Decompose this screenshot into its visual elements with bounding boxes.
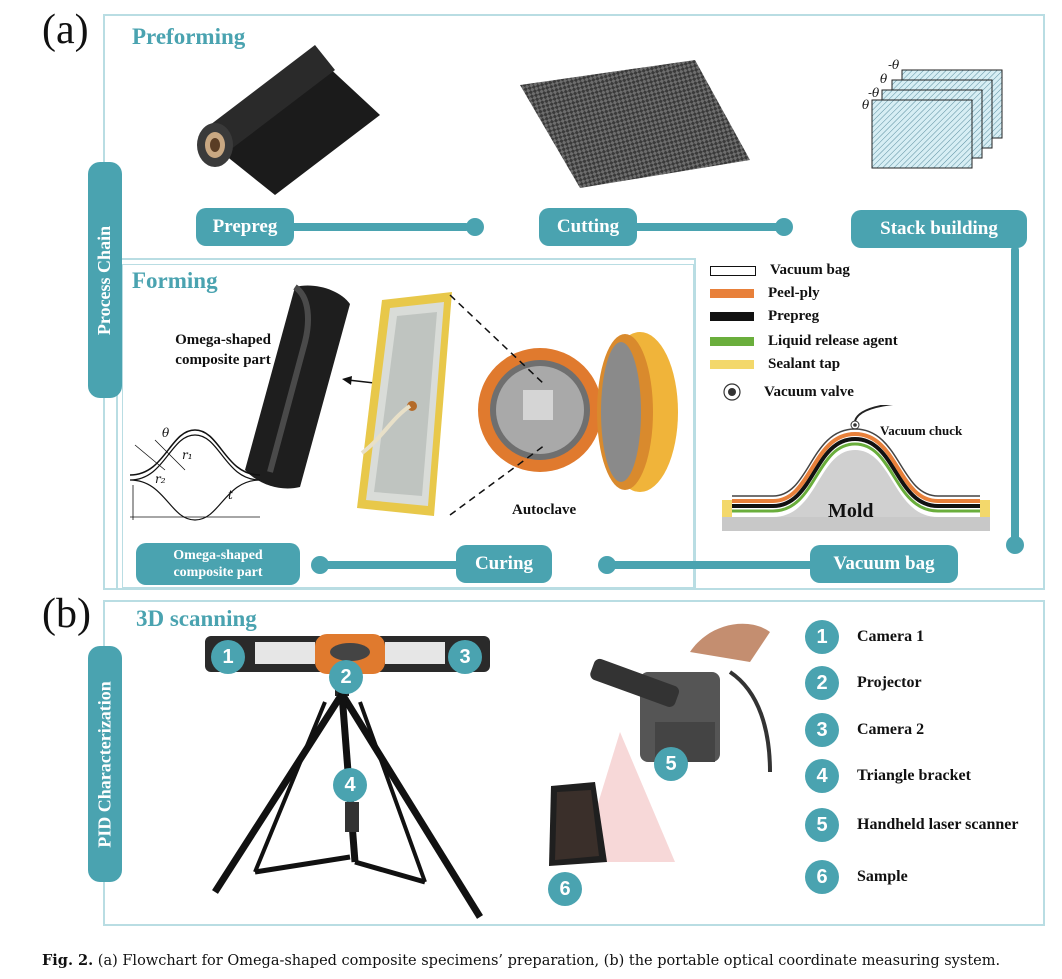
swatch-vacuum-bag — [710, 265, 756, 276]
component-2-label: Projector — [857, 674, 922, 691]
cut-carbon-sheet-image — [520, 60, 750, 188]
component-4: 4 Triangle bracket — [805, 759, 971, 793]
geometry-r2-label: r₂ — [155, 472, 166, 486]
component-1: 1 Camera 1 — [805, 620, 924, 654]
omega-part-image — [245, 284, 350, 489]
connector-curing — [320, 561, 460, 569]
legend-vacuum-bag: Vacuum bag — [710, 262, 850, 279]
connector-cutting — [633, 223, 783, 231]
panel-letter-b: (b) — [42, 591, 91, 637]
step-omega-part: Omega-shaped composite part — [136, 543, 300, 585]
component-1-badge: 1 — [805, 620, 839, 654]
mold-layup-diagram — [722, 405, 990, 531]
connector-vertical — [1011, 246, 1019, 546]
ply-angle-1: -θ — [888, 58, 900, 72]
ply-angle-4: θ — [862, 98, 870, 112]
component-3-label: Camera 2 — [857, 721, 925, 738]
forming-inner-frame — [122, 264, 694, 588]
scanning-title: 3D scanning — [136, 606, 257, 631]
prepreg-roll-image — [197, 45, 380, 195]
forming-title: Forming — [132, 268, 218, 293]
callout-5: 5 — [654, 747, 688, 781]
legend-peel-ply: Peel-ply — [710, 285, 820, 302]
zoom-lines — [449, 294, 546, 516]
forming-frame — [116, 258, 696, 590]
component-2: 2 Projector — [805, 666, 922, 700]
legend-vacuum-valve: Vacuum valve — [722, 382, 854, 402]
figure-caption: Fig. 2. (a) Flowchart for Omega-shaped c… — [42, 952, 1000, 969]
swatch-sealant — [710, 360, 754, 369]
callout-4: 4 — [333, 768, 367, 802]
component-5-badge: 5 — [805, 808, 839, 842]
connector-dot-3 — [1006, 536, 1024, 554]
step-curing: Curing — [456, 545, 552, 583]
component-6-label: Sample — [857, 868, 908, 885]
component-3-badge: 3 — [805, 713, 839, 747]
vacuum-valve-icon — [723, 383, 741, 401]
omega-geometry-diagram — [129, 429, 261, 521]
connector-vacuum-bag — [607, 561, 817, 569]
component-1-label: Camera 1 — [857, 628, 925, 645]
component-5: 5 Handheld laser scanner — [805, 808, 1019, 842]
vacuum-bagged-part-image — [357, 292, 452, 516]
ply-angle-2: θ — [880, 72, 888, 86]
component-6: 6 Sample — [805, 860, 908, 894]
scanner-bar-image — [205, 634, 490, 674]
component-5-label: Handheld laser scanner — [857, 816, 1019, 833]
callout-3: 3 — [448, 640, 482, 674]
geometry-r1-label: r₁ — [182, 448, 193, 462]
omega-part-label: Omega-shaped composite part — [175, 332, 271, 368]
callout-6: 6 — [548, 872, 582, 906]
sample-image — [549, 782, 607, 866]
preforming-title: Preforming — [132, 24, 246, 49]
vacuum-chuck-label: Vacuum chuck — [880, 423, 963, 438]
ply-angle-3: -θ — [868, 86, 880, 100]
step-stack-building: Stack building — [851, 210, 1027, 248]
legend-release-agent: Liquid release agent — [710, 333, 898, 350]
swatch-prepreg — [710, 312, 754, 321]
component-6-badge: 6 — [805, 860, 839, 894]
connector-dot-1 — [466, 218, 484, 236]
swatch-release-agent — [710, 337, 754, 346]
swatch-peel-ply — [710, 289, 754, 298]
caption-text: (a) Flowchart for Omega-shaped composite… — [93, 953, 1001, 969]
component-4-label: Triangle bracket — [857, 767, 971, 784]
mold-label: Mold — [828, 500, 874, 522]
connector-prepreg — [290, 223, 470, 231]
autoclave-label: Autoclave — [512, 502, 577, 518]
component-4-badge: 4 — [805, 759, 839, 793]
component-2-badge: 2 — [805, 666, 839, 700]
ply-stack-image — [871, 69, 1003, 169]
legend-prepreg: Prepreg — [710, 308, 819, 325]
pid-characterization-label: PID Characterization — [88, 646, 122, 882]
step-cutting: Cutting — [539, 208, 637, 246]
connector-dot-2 — [775, 218, 793, 236]
autoclave-image — [478, 332, 678, 492]
step-prepreg: Prepreg — [196, 208, 294, 246]
step-vacuum-bag: Vacuum bag — [810, 545, 958, 583]
geometry-t-label: t — [228, 488, 233, 502]
legend-sealant: Sealant tap — [710, 356, 840, 373]
geometry-theta-label: θ — [162, 426, 170, 440]
panel-letter-a: (a) — [42, 7, 89, 53]
process-chain-label: Process Chain — [88, 162, 122, 398]
component-3: 3 Camera 2 — [805, 713, 924, 747]
caption-prefix: Fig. 2. — [42, 952, 94, 969]
callout-2: 2 — [329, 660, 363, 694]
callout-1: 1 — [211, 640, 245, 674]
